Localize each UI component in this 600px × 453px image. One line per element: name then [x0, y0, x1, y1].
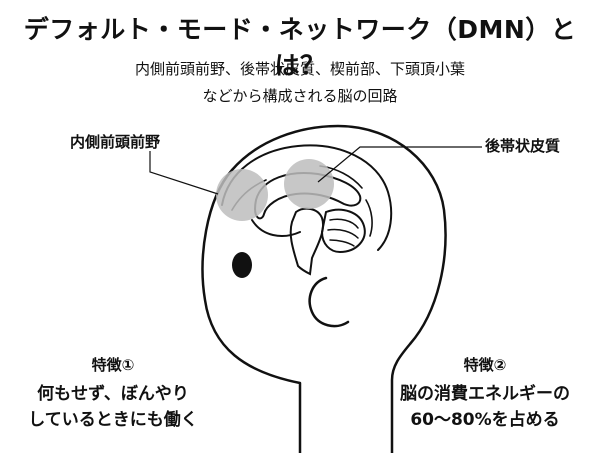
eye — [232, 252, 252, 278]
feature-1-line-1: 何もせず、ぼんやり — [37, 384, 189, 404]
cerebellum — [320, 208, 366, 254]
feature-2-line-2: 60〜80%を占める — [410, 410, 560, 430]
label-mpfc: 内側前頭前野 — [70, 133, 161, 151]
pcc-highlight — [284, 159, 334, 209]
pcc-leader-line — [317, 146, 482, 183]
head-outline — [201, 124, 447, 453]
page-title: デフォルト・モード・ネットワーク（DMN）とは？ — [23, 15, 577, 80]
feature-1-heading: 特徴① — [91, 356, 135, 374]
feature-2-heading: 特徴② — [463, 356, 507, 374]
label-pcc: 後帯状皮質 — [485, 137, 561, 155]
feature-1: 特徴① 何もせず、ぼんやり しているときにも働く — [18, 354, 208, 433]
ear — [308, 276, 350, 328]
brain-outline — [221, 144, 393, 251]
cerebellum-folds — [327, 218, 359, 247]
mpfc-leader-line — [149, 151, 219, 195]
subtitle-line-1: 内側前頭前野、後帯状皮質、楔前部、下頭頂小葉 — [134, 60, 465, 78]
feature-2-line-1: 脳の消費エネルギーの — [400, 384, 570, 404]
cingulate-curve — [251, 219, 301, 237]
mpfc-highlight — [216, 169, 268, 221]
brainstem — [289, 207, 324, 276]
feature-1-line-2: しているときにも働く — [28, 410, 198, 430]
feature-2: 特徴② 脳の消費エネルギーの 60〜80%を占める — [380, 354, 590, 433]
subtitle-line-2: などから構成される脳の回路 — [202, 87, 398, 105]
